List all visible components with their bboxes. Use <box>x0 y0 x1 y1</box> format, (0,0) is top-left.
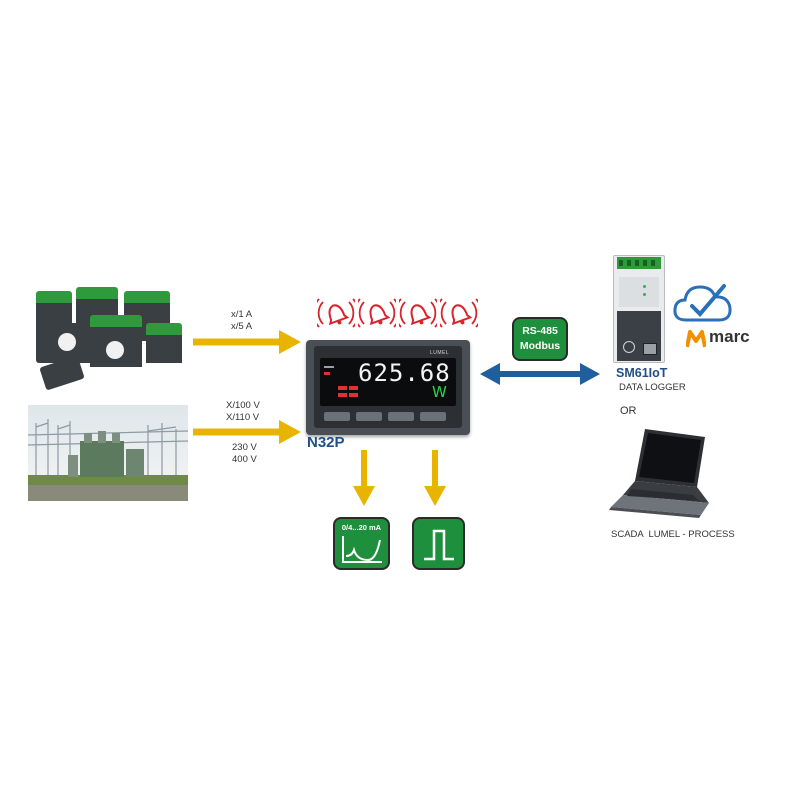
meter-unit-symbol: W <box>432 383 447 401</box>
input-arrows <box>193 330 301 444</box>
voltage-input-label-1: X/100 V <box>226 400 260 411</box>
logger-name-label: SM61IoT <box>616 366 668 380</box>
analog-output-box: 0/4...20 mA <box>333 517 390 570</box>
current-input-label-1: x/1 A <box>231 309 253 320</box>
laptop-image <box>609 429 709 518</box>
meter-display: 625.68 W <box>320 358 456 406</box>
voltage-input-label-4: 400 V <box>232 454 257 465</box>
alarm-bell-icon <box>440 298 478 328</box>
scada-label: SCADA LUMEL - PROCESS <box>611 529 735 540</box>
meter-button-2[interactable] <box>356 412 382 421</box>
rs485-label: RS-485 <box>522 325 558 337</box>
pulse-output-box <box>412 517 465 570</box>
analog-output-label: 0/4...20 mA <box>341 523 382 532</box>
voltage-input-label-3: 230 V <box>232 442 257 453</box>
output-arrows <box>353 450 446 506</box>
current-input-label-2: x/5 A <box>231 321 253 332</box>
alarm-bell-icon <box>317 298 355 328</box>
analog-signal-icon <box>342 536 382 563</box>
alarm-bell-icon <box>358 298 396 328</box>
meter-brand: LUMEL <box>430 350 450 356</box>
meter-button-1[interactable] <box>324 412 350 421</box>
n32p-meter: LUMEL 625.68 W <box>306 340 470 435</box>
communication-arrow <box>480 363 600 385</box>
rs485-modbus-box: RS-485 Modbus <box>512 317 568 361</box>
cloud-check-icon <box>673 284 732 322</box>
meter-button-4[interactable] <box>420 412 446 421</box>
modbus-label: Modbus <box>519 340 561 352</box>
voltage-input-label-2: X/110 V <box>226 412 260 423</box>
marc-logo-icon <box>686 330 706 348</box>
or-label: OR <box>620 405 637 417</box>
meter-button-3[interactable] <box>388 412 414 421</box>
alarm-bell-icon <box>399 298 437 328</box>
current-transformers-photo <box>28 285 188 395</box>
meter-display-value: 625.68 <box>358 359 451 387</box>
meter-name-label: N32P <box>307 434 345 451</box>
marc-brand-label: marc <box>709 327 750 346</box>
power-substation-photo <box>28 405 188 501</box>
sm61iot-device <box>613 255 665 363</box>
pulse-signal-icon <box>424 529 454 561</box>
logger-subtitle-label: DATA LOGGER <box>619 382 686 393</box>
